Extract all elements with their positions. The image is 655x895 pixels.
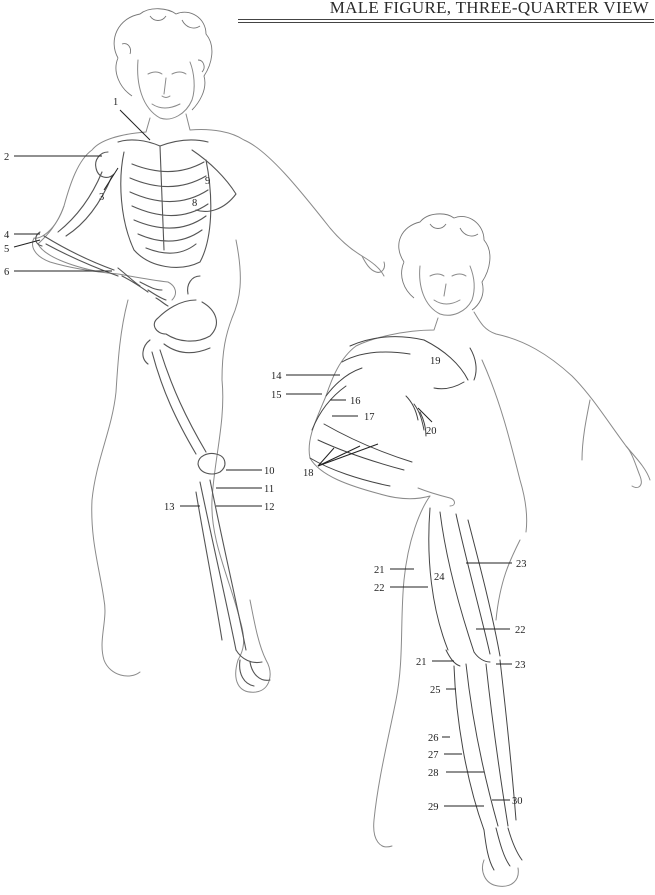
hand-bones <box>118 268 168 306</box>
label-8: 8 <box>192 198 197 209</box>
label-25: 25 <box>430 685 441 696</box>
right-figure-face <box>420 266 475 315</box>
foot-bones <box>236 650 270 686</box>
muscle-figure <box>309 214 650 886</box>
left-figure-arm-outline <box>33 206 176 300</box>
label-2: 2 <box>4 152 9 163</box>
label-numbers: 1 2 3 4 5 6 8 9 10 11 12 13 14 15 16 17 … <box>4 97 527 813</box>
label-17: 17 <box>364 412 375 423</box>
label-26: 26 <box>428 733 439 744</box>
knee-tendons <box>446 650 490 666</box>
patella <box>198 453 225 473</box>
label-30: 30 <box>512 796 523 807</box>
skeleton-figure <box>33 9 385 692</box>
label-10: 10 <box>264 466 275 477</box>
label-4: 4 <box>4 230 10 241</box>
right-figure-hand <box>418 446 641 506</box>
label-27: 27 <box>428 750 439 761</box>
left-figure-legs-outline <box>92 300 270 692</box>
label-5: 5 <box>4 244 9 255</box>
label-12: 12 <box>264 502 275 513</box>
humerus <box>58 152 114 236</box>
label-15: 15 <box>271 390 282 401</box>
label-23-knee: 23 <box>515 660 526 671</box>
label-11: 11 <box>264 484 274 495</box>
label-22-knee: 22 <box>515 625 526 636</box>
label-22-thigh: 22 <box>374 583 385 594</box>
label-16: 16 <box>350 396 361 407</box>
label-19: 19 <box>430 356 441 367</box>
scapula <box>192 150 236 211</box>
femur <box>152 350 206 454</box>
left-figure-face <box>138 60 195 119</box>
label-29: 29 <box>428 802 439 813</box>
calf-muscles <box>454 660 516 830</box>
label-24: 24 <box>434 572 445 583</box>
label-18: 18 <box>303 468 314 479</box>
label-1: 1 <box>113 97 118 108</box>
rib-cage <box>121 146 211 267</box>
pelvis <box>143 276 217 364</box>
label-21-knee: 21 <box>416 657 427 668</box>
clavicles <box>118 140 208 146</box>
foot-tendons <box>484 828 522 870</box>
label-20: 20 <box>426 426 437 437</box>
label-6: 6 <box>4 267 9 278</box>
label-21-thigh: 21 <box>374 565 385 576</box>
label-3: 3 <box>99 192 104 203</box>
serratus-muscle <box>406 396 426 436</box>
label-28: 28 <box>428 768 439 779</box>
label-14: 14 <box>271 371 282 382</box>
label-13: 13 <box>164 502 175 513</box>
label-23-thigh: 23 <box>516 559 527 570</box>
right-figure-body-outline <box>309 312 650 532</box>
label-9: 9 <box>205 176 210 187</box>
left-figure-hair <box>114 9 212 110</box>
